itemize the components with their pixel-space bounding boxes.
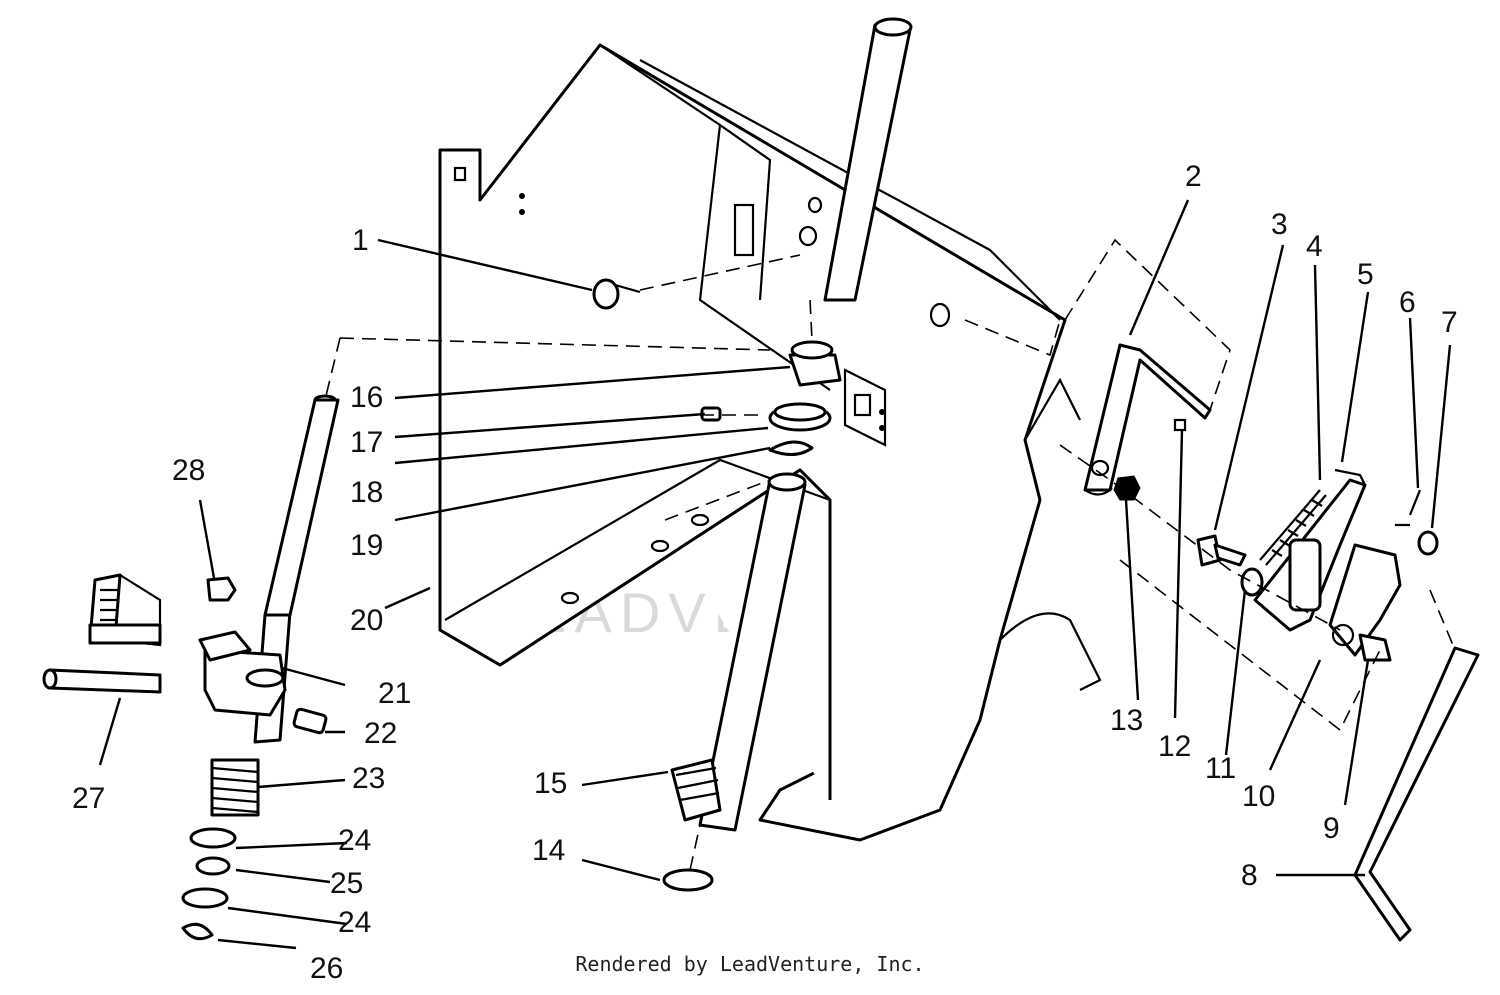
callout-23: 23 (352, 762, 385, 795)
callouts: 1 2 3 4 5 6 7 8 9 10 11 12 13 14 15 16 1… (72, 160, 1458, 985)
callout-21: 21 (378, 677, 411, 710)
callout-18: 18 (350, 476, 383, 509)
callout-25: 25 (330, 867, 363, 900)
parts-16-19 (700, 340, 842, 456)
steering-shaft-lower (670, 472, 807, 832)
callout-6: 6 (1399, 286, 1416, 319)
steering-shaft-upper (823, 17, 913, 302)
pivot-assembly (42, 394, 340, 941)
part-1-clip (592, 278, 641, 310)
callout-3: 3 (1271, 208, 1288, 241)
callout-14: 14 (532, 834, 565, 867)
callout-1: 1 (352, 224, 369, 257)
callout-8: 8 (1241, 859, 1258, 892)
callout-10: 10 (1242, 780, 1275, 813)
callout-19: 19 (350, 529, 383, 562)
callout-24b: 24 (338, 906, 371, 939)
callout-12: 12 (1158, 730, 1191, 763)
callout-27: 27 (72, 782, 105, 815)
callout-11: 11 (1205, 752, 1236, 785)
callout-9: 9 (1323, 812, 1340, 845)
frame-bracket (438, 43, 1102, 842)
callout-13: 13 (1110, 704, 1143, 737)
callout-28: 28 (172, 454, 205, 487)
alignment-lines (324, 254, 1061, 871)
callout-4: 4 (1306, 230, 1323, 263)
callout-5: 5 (1357, 258, 1374, 291)
render-credit: Rendered by LeadVenture, Inc. (575, 952, 925, 976)
callout-17: 17 (350, 426, 383, 459)
callout-24a: 24 (338, 824, 371, 857)
part-14-washer (662, 868, 714, 892)
callout-20: 20 (350, 604, 383, 637)
callout-16: 16 (350, 381, 383, 414)
callout-7: 7 (1441, 306, 1458, 339)
callout-22: 22 (364, 717, 397, 750)
callout-2: 2 (1185, 160, 1202, 193)
callout-15: 15 (534, 767, 567, 800)
control-assembly (1059, 238, 1480, 942)
leader-lines (98, 199, 1452, 950)
callout-26: 26 (310, 952, 343, 985)
